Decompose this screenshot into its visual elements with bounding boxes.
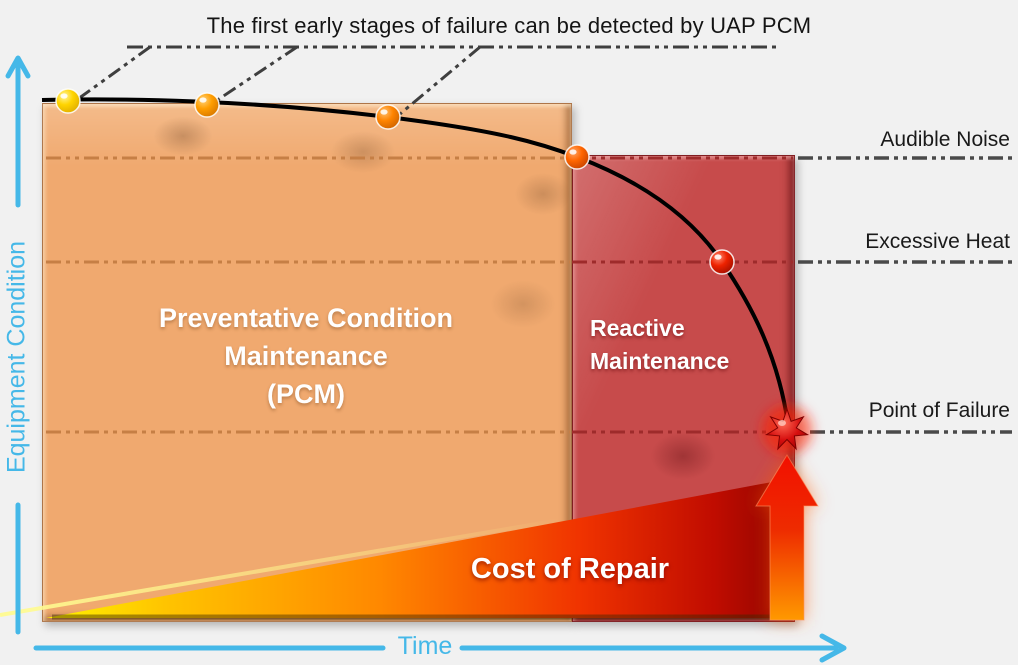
failure-star-icon [764,407,810,451]
detection-point-audible-noise [564,144,590,170]
detection-point-early-stage-3 [375,104,401,130]
pcm-zone-label: Preventative Condition Maintenance (PCM) [158,303,454,409]
wedge-highlight [0,518,561,617]
y-axis-label: Equipment Condition [2,240,31,474]
diagram-title: The first early stages of failure can be… [206,13,812,38]
detection-point-early-stage-2 [194,92,220,118]
failure-star-highlight [778,420,786,426]
cost-of-repair-label: Cost of Repair [470,553,670,585]
detection-point-early-stage-1 [55,88,81,114]
reactive-zone-label: Reactive Maintenance [590,315,730,375]
detection-point-excessive-heat [709,249,735,275]
connector-diagonal-3 [399,45,481,116]
connector-diagonal-1 [77,45,151,101]
y-axis-arrowhead-icon [5,55,31,79]
threshold-label-audible-noise: Audible Noise [880,128,1010,151]
y-axis [5,55,31,635]
threshold-label-point-of-failure: Point of Failure [868,399,1010,422]
x-axis-arrowhead-icon [819,633,847,663]
x-axis-label: Time [397,632,453,660]
pcm-zone [42,103,572,622]
threshold-label-excessive-heat: Excessive Heat [865,230,1010,253]
failure-arrow [755,454,819,621]
connector-diagonal-2 [212,45,298,105]
cost-of-repair-wedge [46,479,788,618]
x-axis [33,633,847,663]
